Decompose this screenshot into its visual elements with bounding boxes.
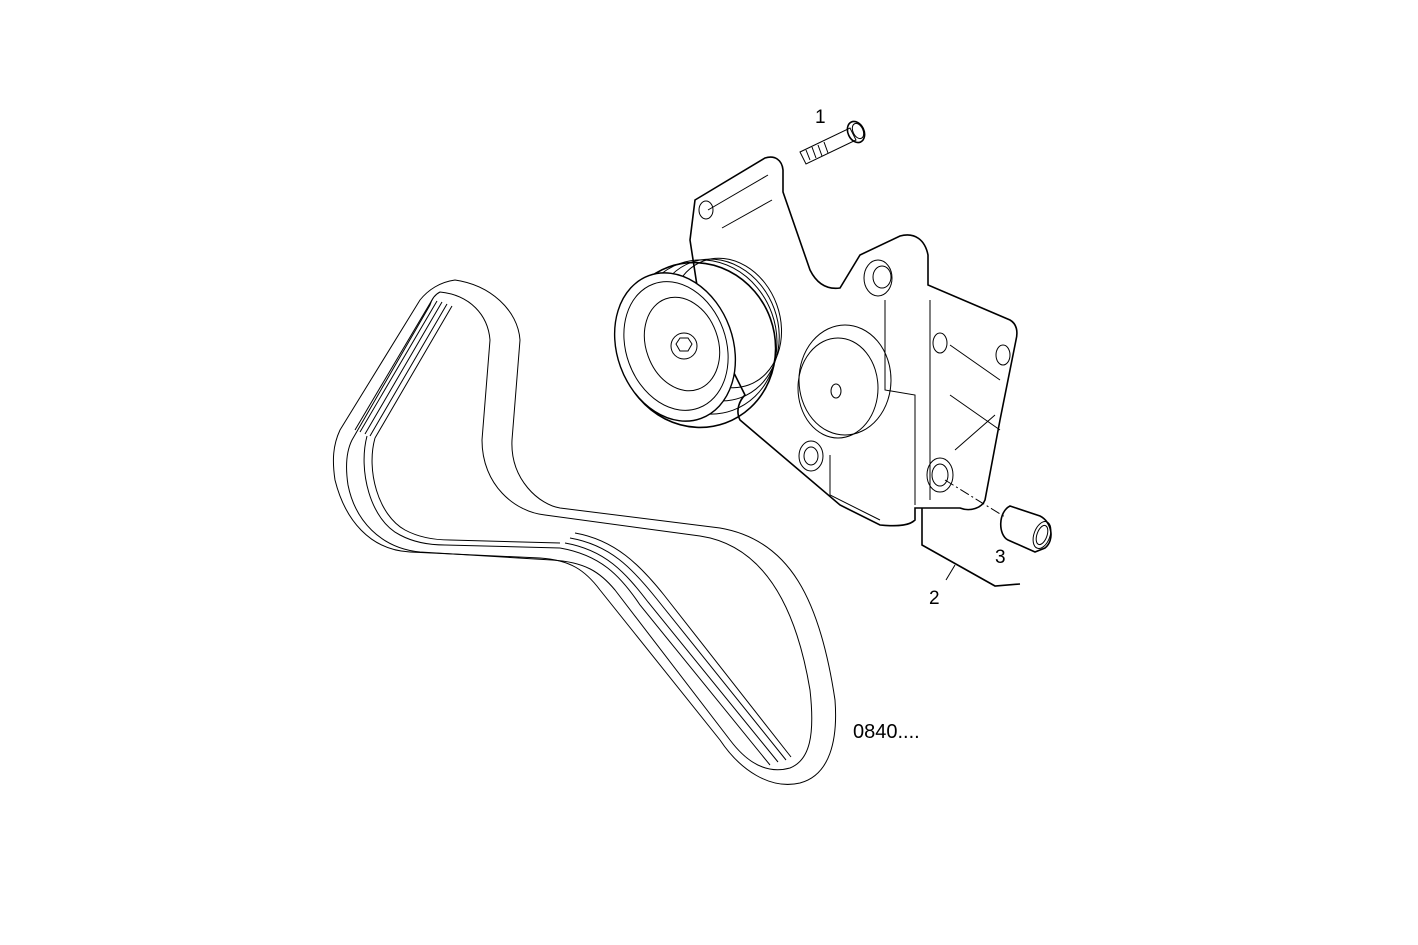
pulley-drawing bbox=[613, 257, 783, 429]
belt-drawing bbox=[332, 279, 837, 785]
callout-3: 3 bbox=[995, 547, 1006, 568]
bushing-drawing bbox=[944, 479, 1052, 553]
bracket-drawing bbox=[689, 156, 1018, 527]
callout-2: 2 bbox=[929, 588, 940, 609]
leader-lines bbox=[921, 508, 1021, 587]
bolt-drawing bbox=[799, 120, 866, 165]
reference-code: 0840.... bbox=[853, 721, 920, 743]
callout-1: 1 bbox=[815, 107, 826, 128]
